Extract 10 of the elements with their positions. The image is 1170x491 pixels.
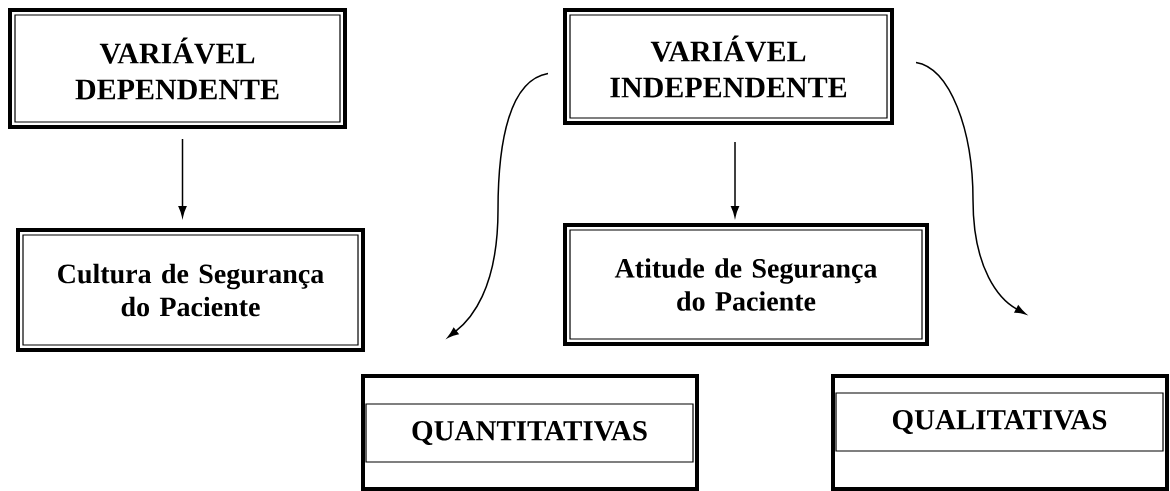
arrow bbox=[178, 138, 187, 218]
arrow bbox=[730, 141, 740, 218]
arrow bbox=[915, 61, 1026, 315]
banded-box: QUANTITATIVAS bbox=[361, 374, 699, 491]
double-framed-box: VARIÁVEL INDEPENDENTE bbox=[563, 8, 894, 125]
double-framed-box: Cultura de Segurança do Paciente bbox=[16, 228, 365, 352]
double-framed-box: VARIÁVEL DEPENDENTE bbox=[8, 8, 347, 129]
double-framed-box: Atitude de Segurança do Paciente bbox=[563, 223, 929, 346]
arrow bbox=[447, 72, 549, 338]
banded-box: QUALITATIVAS bbox=[831, 374, 1169, 491]
